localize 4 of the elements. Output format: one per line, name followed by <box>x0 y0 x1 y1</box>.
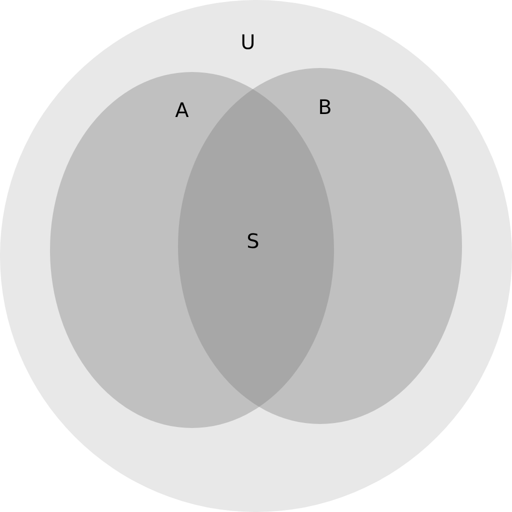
set-label: U <box>240 30 256 54</box>
set-label: B <box>318 95 332 119</box>
region-label: S <box>246 229 260 253</box>
set-label: A <box>175 98 189 122</box>
